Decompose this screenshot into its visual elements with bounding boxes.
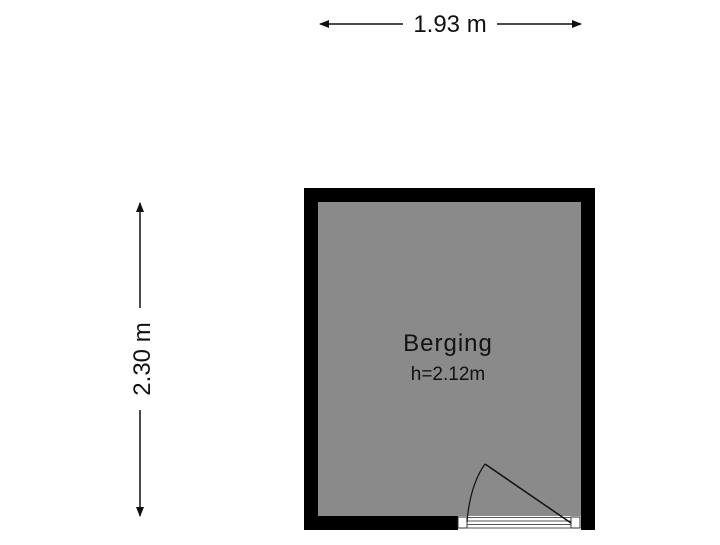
room-height-label: h=2.12m <box>410 364 486 385</box>
door <box>457 463 581 530</box>
width-dimension-label: 1.93 m <box>413 11 487 38</box>
door-swing-arc <box>466 463 486 523</box>
room-name-label: Berging <box>403 330 493 357</box>
room-floor <box>318 202 581 516</box>
height-dimension-label: 2.30 m <box>129 322 156 396</box>
door-leaf <box>484 463 572 524</box>
